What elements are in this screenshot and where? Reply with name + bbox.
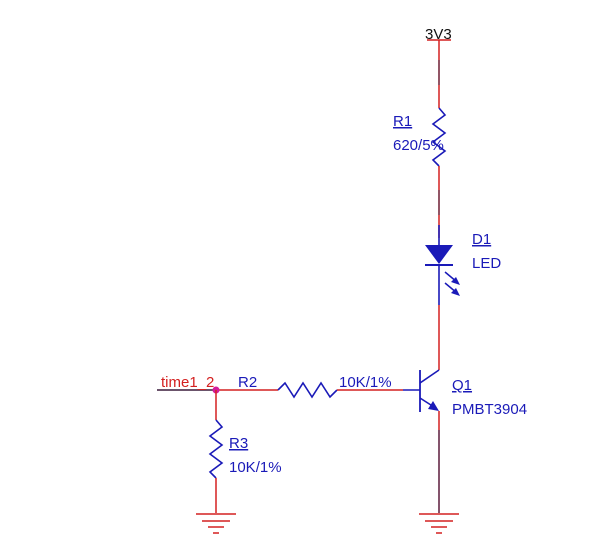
power-symbol-3v3 xyxy=(427,39,451,60)
transistor-q1-icon xyxy=(403,369,440,412)
q1-ref-label: Q1 xyxy=(452,377,472,394)
led-d1-icon xyxy=(425,225,460,305)
r2-value-label: 10K/1% xyxy=(339,374,392,391)
r1-value-label: 620/5% xyxy=(393,137,444,154)
r3-ref-label: R3 xyxy=(229,435,248,452)
d1-value-label: LED xyxy=(472,255,501,272)
ground-symbol-q1-icon xyxy=(419,513,459,534)
q1-value-label: PMBT3904 xyxy=(452,401,527,418)
resistor-r2-icon xyxy=(277,381,338,399)
net-label-input: time1_2 xyxy=(161,374,214,391)
r3-value-label: 10K/1% xyxy=(229,459,282,476)
d1-ref-label: D1 xyxy=(472,231,491,248)
resistor-r1-icon xyxy=(431,107,447,167)
power-net-label: 3V3 xyxy=(425,26,452,43)
ground-symbol-r3-icon xyxy=(196,513,236,534)
r1-ref-label: R1 xyxy=(393,113,412,130)
resistor-r3-icon xyxy=(208,419,224,479)
r2-ref-label: R2 xyxy=(238,374,257,391)
